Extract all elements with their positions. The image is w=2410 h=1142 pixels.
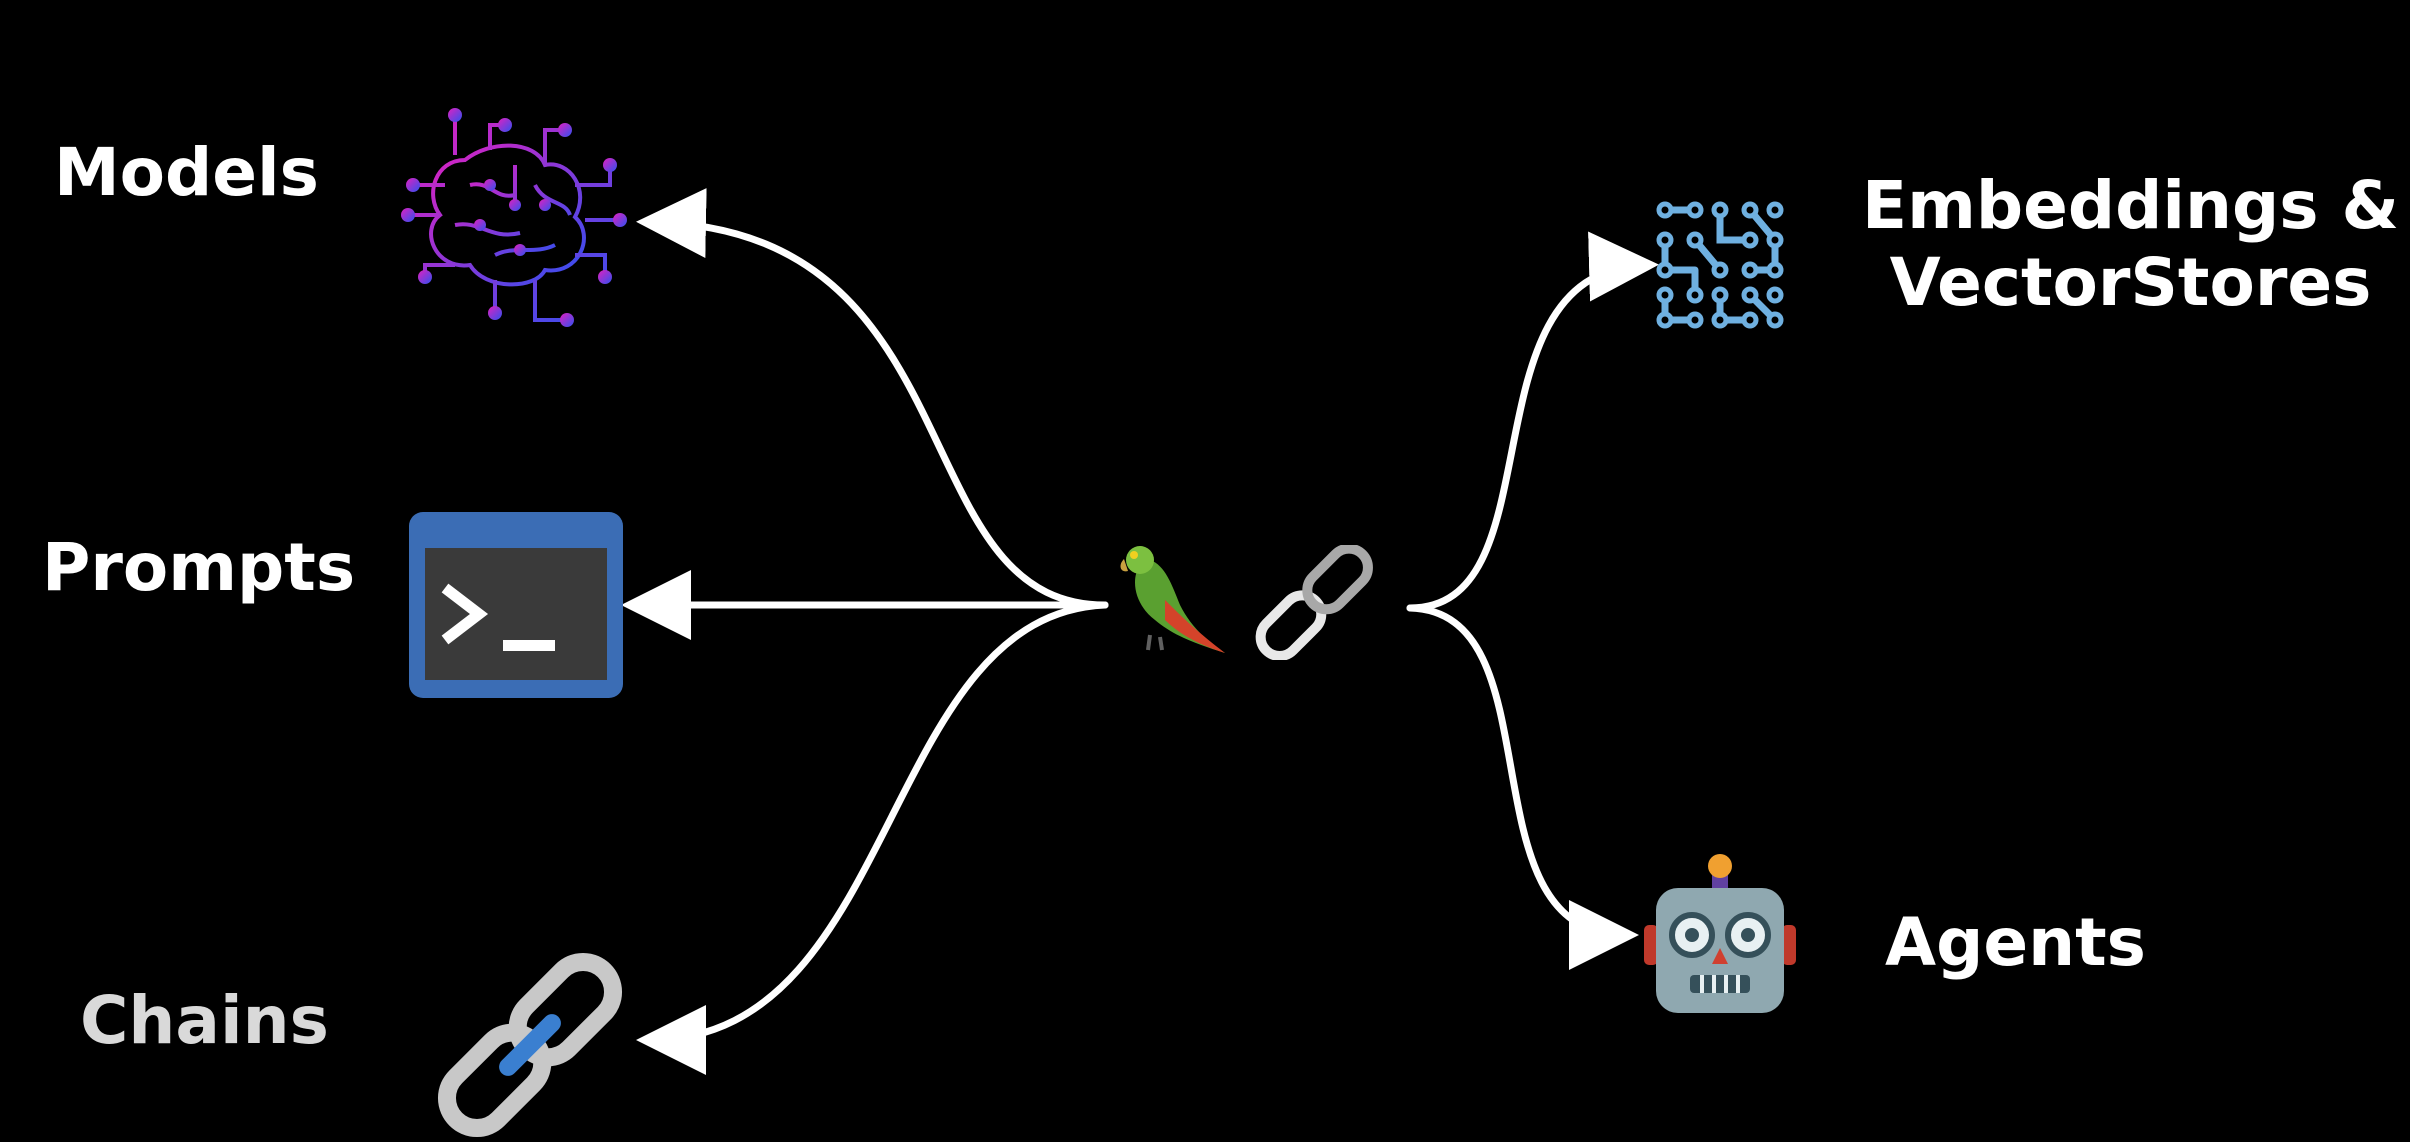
circuit-grid-icon [1656, 201, 1784, 329]
circuit-brain-icon [401, 108, 627, 327]
agents-label: Agents [1885, 904, 2146, 981]
arrow-to-models [636, 188, 1109, 609]
chain-link-center-icon [1255, 545, 1373, 660]
models-label: Models [54, 134, 319, 211]
prompts-label: Prompts [42, 529, 356, 606]
chain-link-icon [437, 952, 623, 1138]
arrow-to-agents [1406, 604, 1639, 970]
arrow-to-chains [636, 601, 1109, 1075]
parrot-icon [1120, 546, 1225, 653]
arrow-to-embeddings [1406, 231, 1659, 612]
chains-label: Chains [80, 982, 329, 1059]
embeddings-label-line2: VectorStores [1889, 243, 2372, 321]
embeddings-label-line1: Embeddings & [1862, 167, 2400, 244]
embeddings-label: Embeddings & VectorStores [1862, 167, 2400, 321]
terminal-icon [409, 512, 623, 698]
robot-icon [1644, 854, 1796, 1013]
